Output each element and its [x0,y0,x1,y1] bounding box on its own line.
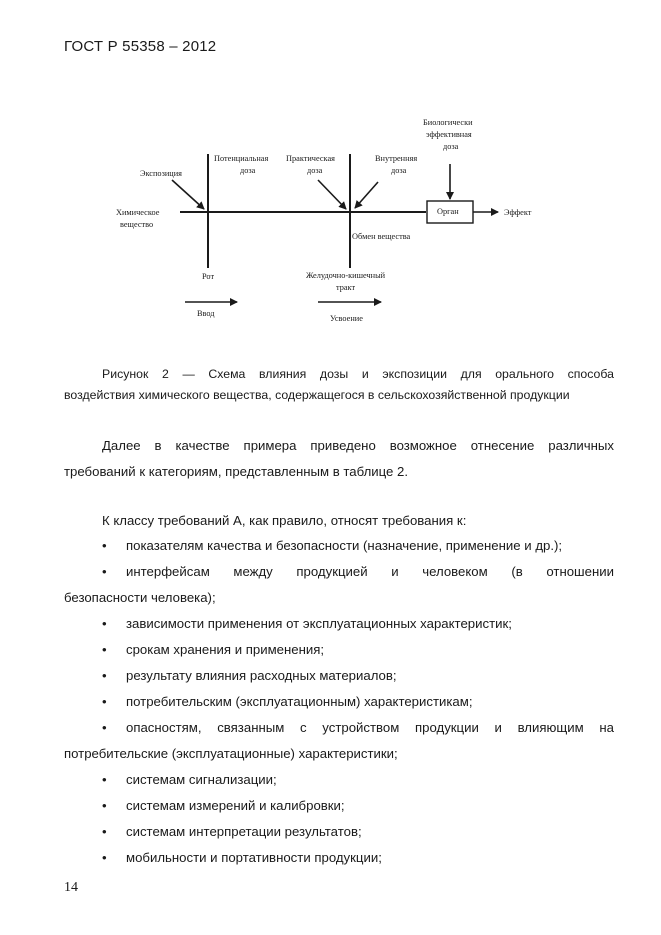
bullet: • [102,720,107,735]
list-item: • срокам хранения и применения; [64,637,614,663]
list-item-text: показателям качества и безопасности (наз… [126,538,563,553]
caption-line-1: Рисунок 2 — Схема влияния дозы и экспози… [102,367,614,381]
label-potential-dose-1: Потенциальная [214,154,268,163]
bullet: • [102,538,107,553]
label-intake: Ввод [197,309,215,318]
label-effect: Эффект [504,208,532,217]
label-mouth: Рот [202,272,214,281]
exposure-arrow [171,179,205,210]
list-item: • опасностям, связанным с устройством про… [64,715,614,767]
list-item: • системам сигнализации; [64,767,614,793]
label-gi-2: тракт [336,283,355,292]
list-item-text: срокам хранения и применения; [126,642,325,657]
internal-dose-arrow [354,181,379,209]
label-bio-dose-2: эффективная [426,130,472,139]
page-number: 14 [64,880,78,895]
requirements-list: • показателям качества и безопасности (на… [64,533,614,871]
list-item: • результату влияния расходных материалов… [64,663,614,689]
caption-line-2: воздействия химического вещества, содерж… [64,388,570,402]
list-item-text: системам сигнализации; [126,772,277,787]
list-item-text: мобильности и портативности продукции; [126,850,382,865]
label-organ: Орган [437,207,459,216]
list-item: • потребительским (эксплуатационным) хара… [64,689,614,715]
list-item: • показателям качества и безопасности (на… [64,533,614,559]
label-practical-dose-2: доза [307,166,323,175]
practical-dose-arrow [317,179,347,210]
bullet: • [102,850,107,865]
list-item-text-line-2: безопасности человека); [64,590,216,605]
label-bio-dose-3: доза [443,142,459,151]
bullet: • [102,694,107,709]
class-a-paragraph: К классу требований А, как правило, отно… [102,513,467,528]
label-gi-1: Желудочно-кишечный [306,271,386,280]
list-item: • зависимости применения от эксплуатацион… [64,611,614,637]
list-item-text: системам интерпретации результатов; [126,824,362,839]
list-item-text-line-1: интерфейсам между продукцией и человеком… [126,564,614,579]
list-item-text-line-2: потребительские (эксплуатационные) харак… [64,746,398,761]
list-item: • системам измерений и калибровки; [64,793,614,819]
label-chemical-2: вещество [120,220,153,229]
label-internal-dose-1: Внутренняя [375,154,417,163]
list-item: • мобильности и портативности продукции; [64,845,614,871]
list-item-text: зависимости применения от эксплуатационн… [126,616,512,631]
bullet: • [102,642,107,657]
bullet: • [102,564,107,579]
bullet: • [102,668,107,683]
list-item: • интерфейсам между продукцией и человеко… [64,559,614,611]
list-item-text: потребительским (эксплуатационным) харак… [126,694,473,709]
intro-line-1: Далее в качестве примера приведено возмо… [102,438,614,453]
label-chemical-1: Химическое [116,208,160,217]
bullet: • [102,798,107,813]
bullet: • [102,824,107,839]
label-practical-dose-1: Практическая [286,154,335,163]
list-item-text: результату влияния расходных материалов; [126,668,397,683]
dose-exposure-diagram: Экспозиция Потенциальная доза Практическ… [116,118,532,323]
label-metabolism: Обмен вещества [352,232,411,241]
bullet: • [102,616,107,631]
intro-line-2: требований к категориям, представленным … [64,464,409,479]
list-item-text-line-1: опасностям, связанным с устройством прод… [126,720,614,735]
label-absorption: Усвоение [330,314,363,323]
list-item-text: системам измерений и калибровки; [126,798,345,813]
label-bio-dose-1: Биологически [423,118,473,127]
figure-caption: Рисунок 2 — Схема влияния дозы и экспози… [64,364,614,406]
bullet: • [102,772,107,787]
label-exposure: Экспозиция [140,169,182,178]
list-item: • системам интерпретации результатов; [64,819,614,845]
label-potential-dose-2: доза [240,166,256,175]
page-header: ГОСТ Р 55358 – 2012 [64,38,217,55]
intro-paragraph: Далее в качестве примера приведено возмо… [64,433,614,485]
label-internal-dose-2: доза [391,166,407,175]
figure-diagram: Экспозиция Потенциальная доза Практическ… [100,108,560,338]
